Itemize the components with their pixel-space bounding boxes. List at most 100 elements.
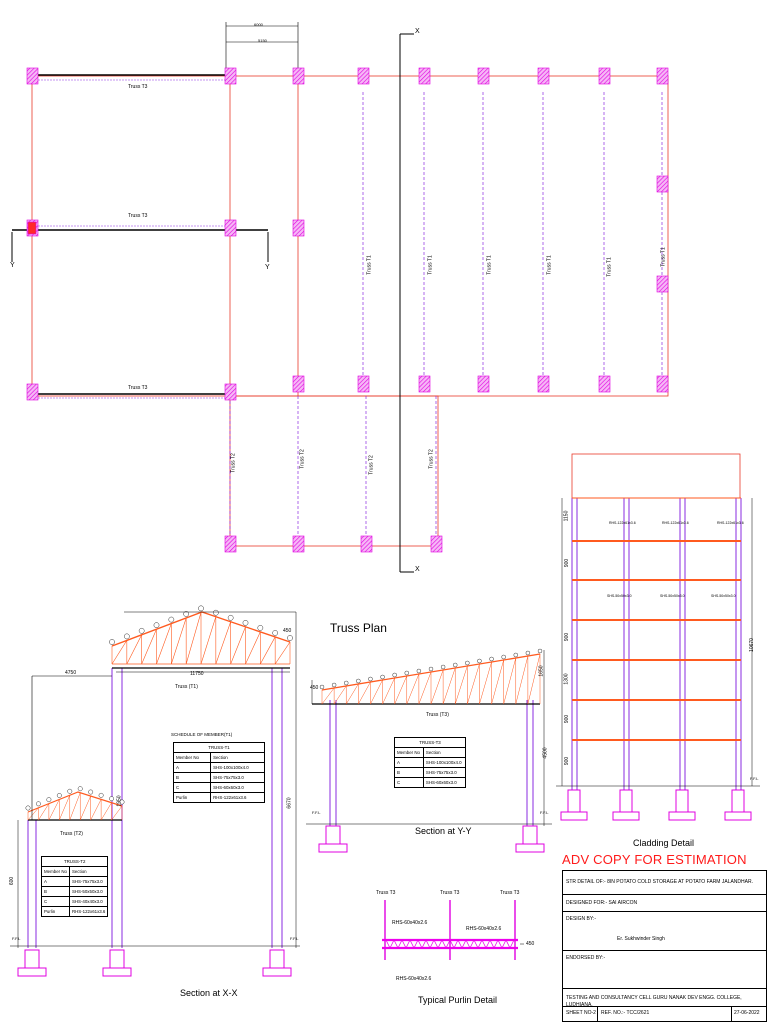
truss-member	[38, 803, 50, 821]
schedule-cell: SHS-60x60x3.0	[210, 782, 265, 793]
purlin-lacing	[461, 939, 467, 949]
clad-label: SHS-50x50x3.0	[660, 594, 685, 598]
xx-ffl-right: F.F.L	[290, 936, 299, 941]
pedestal	[24, 949, 40, 969]
xx-dim-t2-rise: 1950	[116, 795, 123, 807]
schedule-header: Member No	[41, 866, 70, 877]
member-tag	[198, 605, 204, 612]
tb-endorsed-by: ENDORSED BY:-	[563, 951, 766, 989]
member-tag	[319, 684, 325, 690]
column-base	[477, 67, 490, 85]
plan-dim-top1: 6000	[254, 22, 263, 27]
clad-label: SHS-50x50x3.0	[607, 594, 632, 598]
member-tag	[119, 799, 125, 805]
yy-ffl-left: F.F.L	[312, 810, 321, 815]
tb-footer: SHEET NO-2 REF. NO.:- TCC/2621 27-06-202…	[563, 1007, 766, 1021]
member-tag	[183, 611, 189, 617]
member-tag	[287, 635, 293, 641]
clad-left-dim: 900	[564, 756, 571, 766]
truss-member	[515, 655, 529, 705]
clad-label: RHS-122x61x3.6	[609, 521, 636, 525]
clad-ffl: F.F.L	[750, 776, 759, 781]
clad-left-dim: 900	[564, 714, 571, 724]
clad-left-dim: 900	[564, 558, 571, 568]
truss-member	[527, 653, 541, 705]
truss-member	[394, 675, 408, 705]
footing-pad	[17, 967, 47, 977]
schedule-cell: A	[41, 876, 70, 887]
truss-member	[503, 657, 517, 705]
truss-member	[200, 616, 217, 665]
purlin-lacing	[445, 939, 451, 949]
schedule-cell: SHS-100x100x4.0	[422, 757, 467, 768]
tb-date: 27-06-2022	[734, 1010, 760, 1016]
column-base	[656, 275, 669, 293]
column-base	[477, 375, 490, 393]
member-tag	[168, 616, 175, 623]
plan-t1-label: Truss T1	[486, 255, 493, 275]
tb-str-detail: STR DETAIL OF:- 8IN POTATO COLD STORAGE …	[563, 871, 766, 895]
member-tag	[331, 682, 337, 688]
xx-dim-t2-height: 600	[9, 876, 16, 886]
tb-design-by: DESIGN BY:- Er. Sukhwinder Singh	[563, 912, 766, 951]
truss-member	[467, 663, 480, 705]
purlin-top-label: RHS-60x40x2.6	[466, 926, 502, 932]
member-tag	[356, 678, 361, 684]
truss-member	[370, 679, 383, 705]
column-base	[360, 535, 373, 553]
column-base	[224, 67, 237, 85]
purlin-truss-label: Truss T3	[500, 890, 520, 896]
column-base	[537, 375, 550, 393]
member-tag	[440, 664, 446, 670]
schedule-cell: SHS-60x60x3.0	[422, 777, 467, 788]
plan-t1-label: Truss T1	[546, 255, 553, 275]
section-mark-x-bottom: X	[415, 566, 420, 573]
schedule-cell: SHS-75x75x3.0	[422, 767, 467, 778]
column-base	[598, 375, 611, 393]
plan-t2-label: Truss T2	[428, 449, 435, 469]
purlin-lacing	[501, 939, 507, 949]
truss-member	[141, 629, 157, 665]
member-tag	[416, 668, 422, 674]
member-tag	[46, 797, 52, 803]
member-tag	[138, 627, 145, 634]
schedule-cell: B	[41, 886, 70, 897]
column-base	[292, 535, 305, 553]
section-mark-y-right: Y	[265, 264, 270, 271]
purlin-lacing	[393, 939, 399, 949]
xx-t2-label: Truss (T2)	[60, 831, 83, 837]
column-base	[537, 67, 550, 85]
purlin-lacing	[505, 939, 511, 949]
yy-t3-label: Truss (T3)	[426, 712, 449, 718]
truss-member	[479, 661, 492, 705]
schedule-header: Member No	[394, 747, 424, 758]
section-xx	[10, 605, 300, 977]
clad-right-dim: 10670	[748, 638, 755, 652]
truss-member	[156, 623, 172, 665]
truss-member	[346, 683, 359, 705]
schedule-cell: SHS-40x40x3.0	[68, 896, 109, 907]
truss-member	[418, 671, 432, 705]
pedestal	[567, 789, 581, 813]
footing-pad	[724, 811, 752, 821]
section-mark-y-left: Y	[10, 262, 15, 269]
schedule-t2-title: TRUSS-T2	[40, 856, 109, 867]
clad-label: RHS-122x61x3.6	[662, 521, 689, 525]
footing-pad	[318, 843, 348, 853]
column-base	[224, 383, 237, 401]
member-tag	[513, 652, 518, 658]
plan-t2-label: Truss T2	[230, 453, 237, 473]
pedestal	[619, 789, 633, 813]
column-base	[418, 375, 431, 393]
member-tag	[77, 786, 83, 792]
truss-member	[442, 667, 456, 705]
clad-label: SHS-50x50x3.0	[711, 594, 736, 598]
purlin-lacing	[493, 939, 499, 949]
purlin-lacing	[401, 939, 407, 949]
schedule-cell: SHS-75x75x3.0	[68, 876, 109, 887]
truss-member	[111, 640, 128, 665]
xx-t1-label: Truss (T1)	[175, 684, 198, 690]
cladding-detail	[556, 453, 760, 821]
member-tag	[477, 658, 482, 664]
